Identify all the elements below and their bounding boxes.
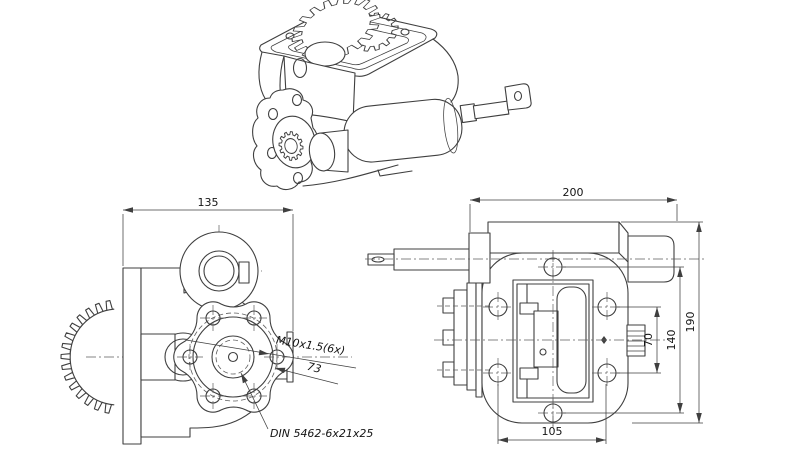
- flange-bolt-hole: [291, 93, 303, 107]
- front-spline-text: DIN 5462-6x21x25: [270, 427, 373, 440]
- flange-hole: [285, 32, 295, 40]
- side-top-housing: [468, 221, 675, 284]
- front-width-dimension: 135: [122, 196, 294, 331]
- side-width-text: 200: [563, 186, 584, 199]
- side-hole-span-v-text: 140: [665, 330, 678, 351]
- front-input-gear: [60, 300, 115, 414]
- front-bolt-circle-text: 73: [303, 359, 322, 376]
- side-height-text: 190: [684, 312, 697, 333]
- front-mounting-plate: [122, 267, 142, 445]
- front-view: 135 M10x1.5(6x) 73 DIN 5462-6x21x25: [60, 196, 373, 445]
- side-width-dimension: 200: [469, 186, 678, 232]
- iso-barrel: [343, 97, 463, 163]
- side-height-dimension: 190: [621, 221, 703, 424]
- side-splined-stub: [626, 324, 646, 357]
- front-splined-bore: [211, 335, 255, 379]
- iso-output-shaft: [459, 83, 532, 124]
- flange-bolt-hole: [292, 171, 304, 185]
- isometric-view: [252, 0, 532, 191]
- side-hub-dimension: 70: [617, 306, 661, 374]
- flange-bolt-hole: [267, 107, 279, 121]
- front-spline-leader: DIN 5462-6x21x25: [238, 371, 373, 440]
- side-hole-span-h-dimension: 105: [497, 384, 607, 444]
- side-hole-span-h-text: 105: [542, 425, 563, 438]
- front-upper-boss: [179, 231, 259, 311]
- iso-front-flange: [252, 88, 349, 191]
- iso-splined-stub: [278, 131, 304, 161]
- side-hub-text: 70: [642, 333, 655, 347]
- side-window: [512, 279, 594, 403]
- side-input-shaft: [367, 248, 472, 271]
- iso-gear-hub: [304, 41, 346, 67]
- front-bolt-circle-leader: 73: [274, 359, 339, 385]
- front-center-boss: [192, 316, 274, 398]
- side-gear-stack: [442, 276, 483, 398]
- front-width-text: 135: [198, 196, 219, 209]
- side-view: 200 70 140 190: [365, 186, 706, 444]
- flange-hole: [400, 28, 410, 36]
- side-hole-span-v-dimension: 140: [563, 266, 684, 414]
